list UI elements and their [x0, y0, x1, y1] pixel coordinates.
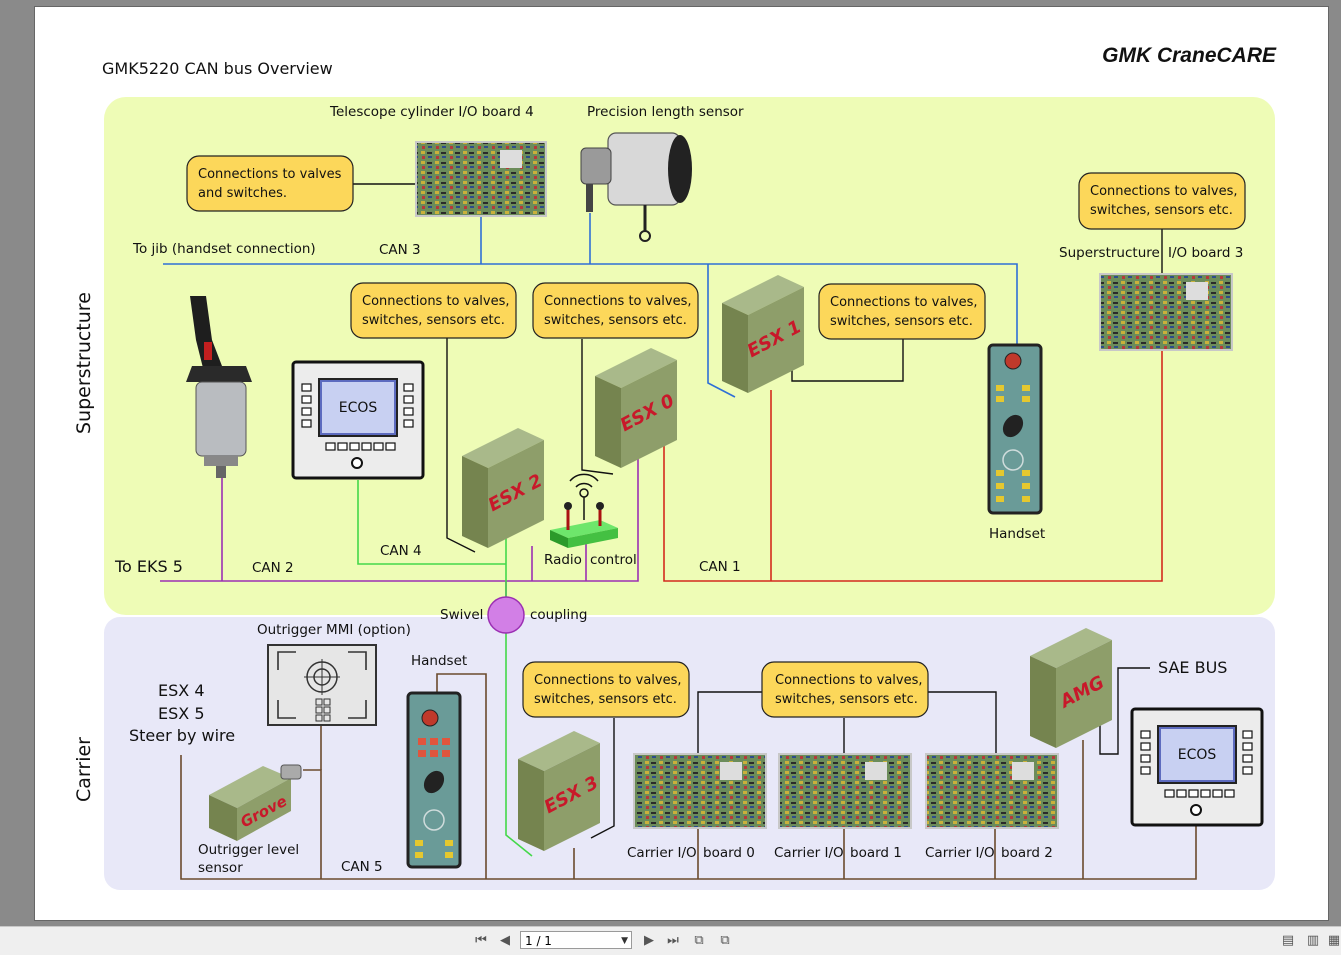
esx3-module: ESX 3 [518, 731, 602, 851]
can2-label: CAN 2 [252, 560, 294, 576]
carrier-io-board-0 [633, 753, 767, 829]
handset-upper [987, 343, 1043, 515]
outrigger-level-label-b: sensor [198, 860, 243, 876]
can1-bus [663, 350, 1163, 582]
outrigger-level-label-a: Outrigger level [198, 842, 299, 858]
document-page: GMK5220 CAN bus Overview GMK CraneCARE S… [35, 7, 1328, 920]
superstructure-board-label-a: Superstructure [1059, 245, 1160, 261]
can5-label: CAN 5 [341, 859, 383, 875]
esx4-label: ESX 4 [158, 681, 205, 700]
radio-label-a: Radio [544, 552, 582, 568]
handset-lower-label: Handset [411, 653, 467, 669]
viewer-toolbar: ⏮ ◀ 1 / 1 ▼ ▶ ⏭ ⧉ ⧉ ▤ ▥ ▦ [0, 926, 1341, 955]
can4-bus [357, 480, 533, 857]
superstructure-board-label-b: I/O board 3 [1168, 245, 1243, 261]
page-indicator: 1 / 1 [525, 934, 552, 948]
esx1-module: ESX 1 [722, 275, 805, 393]
svg-text:Connections to valves,: Connections to valves, [830, 295, 978, 310]
board0-label-b: board 0 [703, 845, 755, 861]
precision-length-sensor [580, 132, 692, 242]
svg-text:and switches.: and switches. [198, 186, 287, 201]
document-title: GMK5220 CAN bus Overview [102, 59, 333, 78]
board0-label-a: Carrier I/O [627, 845, 697, 861]
amg-module: AMG [1030, 628, 1112, 748]
callout-esx0: Connections to valves, switches, sensors… [532, 282, 699, 339]
swivel-label: Swivel [440, 607, 483, 623]
chevron-down-icon: ▼ [621, 936, 628, 946]
can4-label: CAN 4 [380, 543, 422, 559]
fit-width-icon[interactable]: ⧉ [720, 933, 730, 948]
handset-lower [406, 691, 462, 869]
carrier-io-board-1 [778, 753, 912, 829]
svg-text:switches, sensors etc.: switches, sensors etc. [362, 313, 505, 328]
continuous-view-icon[interactable]: ▥ [1306, 933, 1320, 948]
svg-text:switches, sensors etc.: switches, sensors etc. [1090, 203, 1233, 218]
ecos-upper-display: ECOS [291, 360, 425, 480]
superstructure-panel [104, 97, 1275, 615]
can3-bus [163, 213, 1018, 398]
facing-view-icon[interactable]: ▦ [1327, 933, 1341, 948]
callout-superstructure-board: Connections to valves, switches, sensors… [1078, 172, 1246, 230]
can1-label: CAN 1 [699, 559, 741, 575]
svg-text:ECOS: ECOS [339, 400, 378, 416]
page-selector[interactable]: 1 / 1 ▼ [520, 931, 632, 949]
previous-page-button[interactable]: ◀ [500, 933, 510, 948]
steer-by-wire-label: Steer by wire [129, 726, 235, 745]
first-page-button[interactable]: ⏮ [475, 933, 487, 948]
brand-logo: GMK CraneCARE [1102, 44, 1277, 67]
telescope-board-label: Telescope cylinder I/O board 4 [329, 104, 534, 120]
eks-label: To EKS 5 [114, 557, 183, 576]
outrigger-mmi-panel [267, 644, 377, 726]
ecos-lower-display: ECOS [1130, 707, 1264, 827]
can5-bus [180, 673, 1197, 880]
jib-connection-label: To jib (handset connection) [132, 241, 316, 257]
svg-text:switches, sensors etc.: switches, sensors etc. [534, 692, 677, 707]
svg-text:Connections to valves,: Connections to valves, [775, 673, 923, 688]
handset-upper-label: Handset [989, 526, 1045, 542]
coupling-label: coupling [530, 607, 587, 623]
carrier-label: Carrier [73, 737, 95, 802]
single-page-view-icon[interactable]: ▤ [1281, 933, 1295, 948]
sae-bus-label: SAE BUS [1158, 658, 1227, 677]
superstructure-io-board-3 [1099, 273, 1233, 351]
radio-label-b: control [590, 552, 637, 568]
svg-text:Connections to valves,: Connections to valves, [362, 294, 510, 309]
svg-text:Connections to valves: Connections to valves [198, 167, 342, 182]
precision-sensor-label: Precision length sensor [587, 104, 744, 120]
svg-text:Connections to valves,: Connections to valves, [1090, 184, 1238, 199]
svg-text:switches, sensors etc.: switches, sensors etc. [544, 313, 687, 328]
radio-control-unit [550, 473, 618, 548]
next-page-button[interactable]: ▶ [644, 933, 654, 948]
callout-carrier-boards: Connections to valves, switches, sensors… [761, 661, 929, 718]
svg-text:Connections to valves,: Connections to valves, [544, 294, 692, 309]
callout-telescope: Connections to valves and switches. [186, 155, 354, 212]
joystick [186, 296, 252, 478]
board2-label-b: board 2 [1001, 845, 1053, 861]
esx2-module: ESX 2 [462, 428, 546, 548]
esx5-label: ESX 5 [158, 704, 205, 723]
svg-text:switches, sensors etc.: switches, sensors etc. [830, 314, 973, 329]
callout-esx3: Connections to valves, switches, sensors… [522, 661, 690, 718]
svg-text:Connections to valves,: Connections to valves, [534, 673, 682, 688]
last-page-button[interactable]: ⏭ [667, 933, 679, 948]
fit-page-icon[interactable]: ⧉ [694, 933, 704, 948]
svg-text:ECOS: ECOS [1178, 747, 1217, 763]
telescope-io-board-4 [415, 141, 547, 217]
superstructure-label: Superstructure [73, 292, 95, 434]
callout-esx2: Connections to valves, switches, sensors… [350, 282, 517, 339]
board1-label-a: Carrier I/O [774, 845, 844, 861]
esx0-module: ESX 0 [595, 348, 678, 468]
callout-esx1: Connections to valves, switches, sensors… [818, 283, 986, 340]
carrier-io-board-2 [925, 753, 1059, 829]
svg-text:switches, sensors etc.: switches, sensors etc. [775, 692, 918, 707]
swivel-coupling [487, 596, 525, 634]
can2-bus [160, 455, 639, 598]
outrigger-mmi-label: Outrigger MMI (option) [257, 622, 411, 638]
board2-label-a: Carrier I/O [925, 845, 995, 861]
can3-label: CAN 3 [379, 242, 421, 258]
board1-label-b: board 1 [850, 845, 902, 861]
